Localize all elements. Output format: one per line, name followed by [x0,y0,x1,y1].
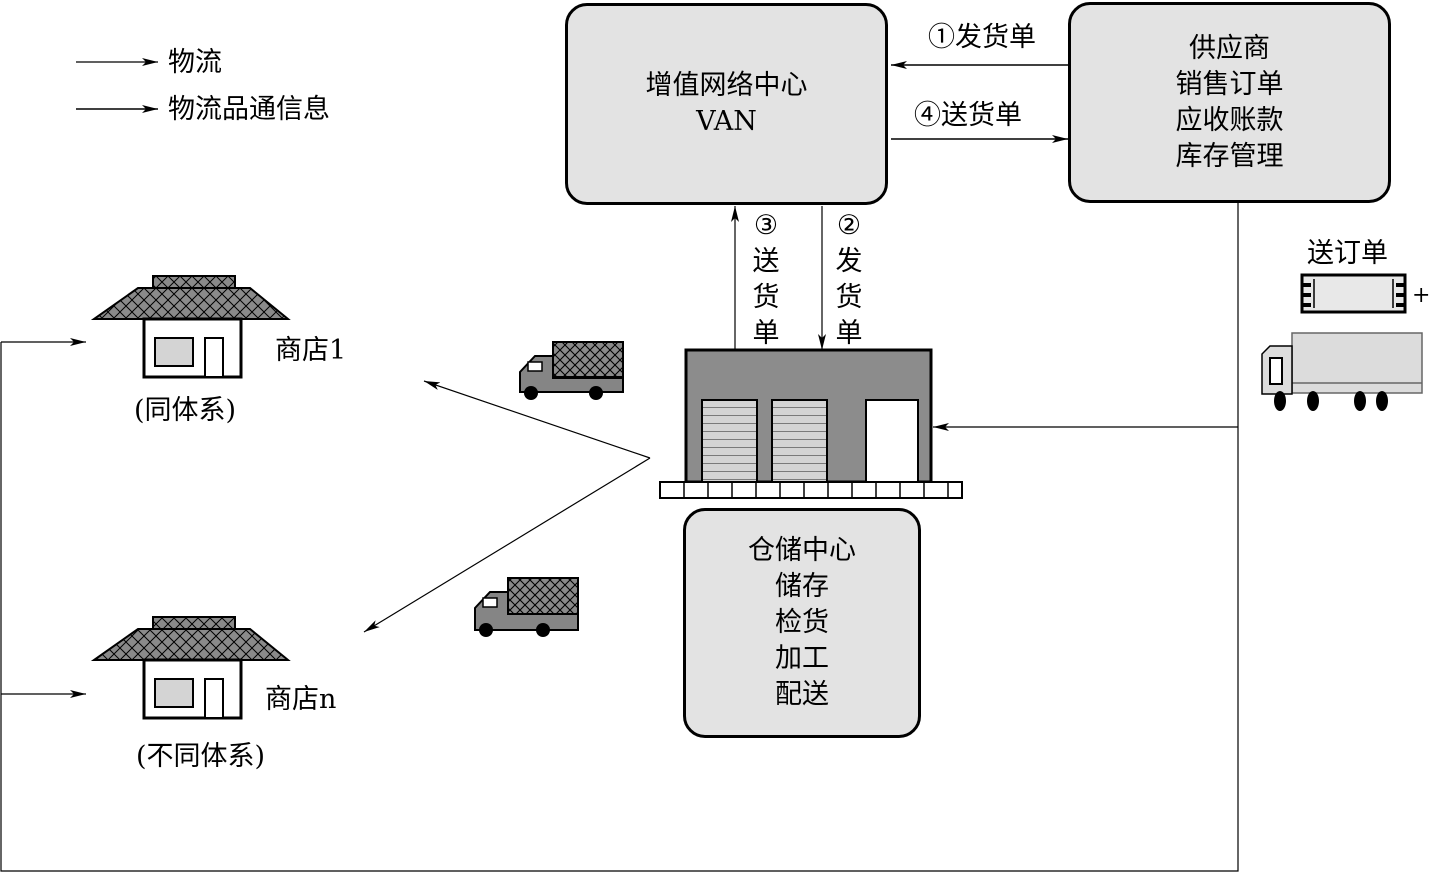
delivery-truck-2-icon [474,577,579,637]
store-loop-line [0,342,1239,872]
van-center-box: 增值网络中心 VAN [565,3,888,205]
flow-label-4: ④送货单 [914,100,1022,131]
warehouse-line: 加工 [775,643,829,674]
legend-label-info: 物流品通信息 [168,94,330,125]
store-1-note: (同体系) [134,395,237,426]
store-n-note: (不同体系) [136,741,266,772]
supplier-truck-icon [1261,332,1423,411]
warehouse-line: 储存 [775,571,829,602]
van-subtitle: VAN [696,106,757,137]
warehouse-line: 仓储中心 [748,535,856,566]
supplier-line: 供应商 [1189,32,1270,64]
flow-label-3: ③ 送 货 单 [752,210,780,349]
arrow-warehouse-to-store-n [363,457,651,633]
supplier-line: 销售订单 [1175,68,1284,100]
supplier-line: 应收账款 [1175,104,1284,136]
supplier-line: 库存管理 [1175,140,1284,172]
delivery-truck-1-icon [519,341,624,400]
arrow-warehouse-to-store-1 [423,380,651,459]
plus-sign: + [1412,283,1429,308]
warehouse-info-box: 仓储中心 储存 检货 加工 配送 [683,508,921,738]
warehouse-line: 检货 [775,607,829,638]
warehouse-building-icon [659,348,963,499]
order-document-icon [1300,273,1407,314]
van-title: 增值网络中心 [645,70,808,101]
store-1-icon [90,275,291,379]
supplier-box: 供应商 销售订单 应收账款 库存管理 [1068,2,1391,203]
warehouse-line: 配送 [775,679,829,710]
flow-label-1: ①发货单 [928,22,1036,53]
store-n-name: 商店n [265,684,337,715]
order-label: 送订单 [1307,238,1388,269]
flow-label-2: ② 发 货 单 [835,210,863,349]
store-n-icon [90,616,291,720]
legend-label-logistics: 物流 [168,47,222,78]
store-1-name: 商店1 [275,335,347,366]
